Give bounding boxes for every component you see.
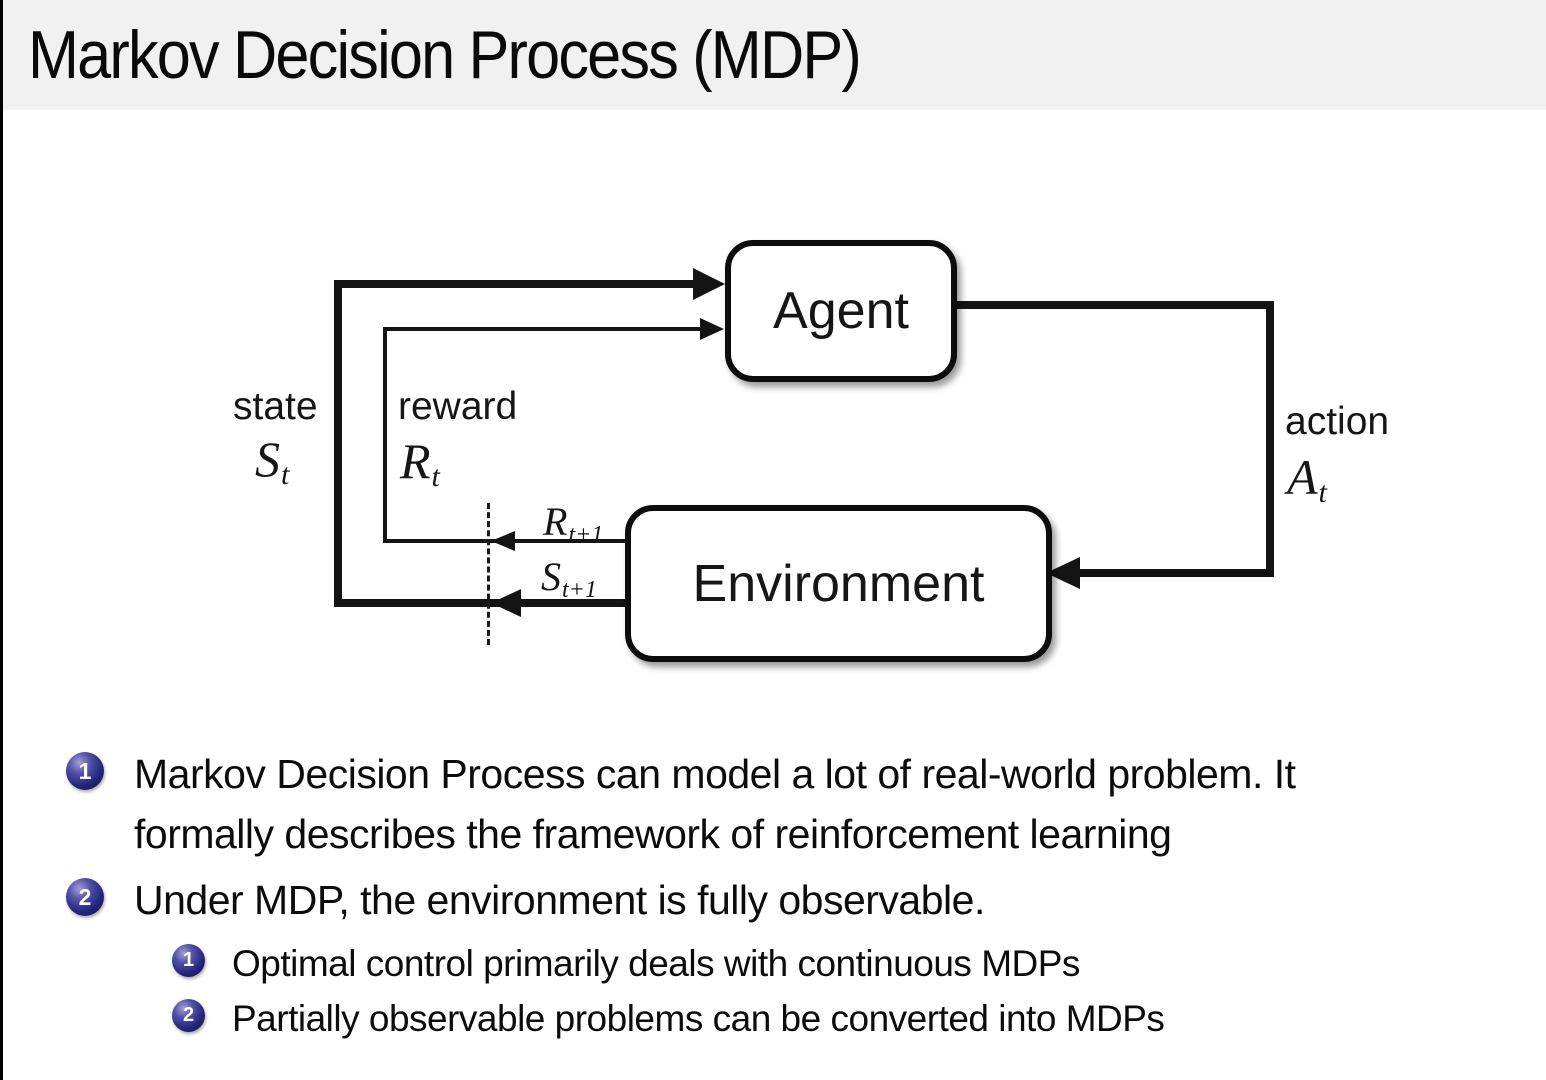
state-arrowhead-into-agent: [693, 268, 725, 300]
subbullet-2-number-ball: 2: [172, 999, 205, 1032]
action-line-bottom: [1075, 569, 1274, 577]
agent-box: Agent: [725, 240, 957, 382]
bullet-2-text: Under MDP, the environment is fully obse…: [134, 877, 985, 923]
page-title: Markov Decision Process (MDP): [28, 17, 862, 93]
left-edge-line: [0, 0, 3, 1080]
state-word-label: state: [233, 385, 318, 428]
environment-box: Environment: [625, 505, 1052, 662]
agent-label: Agent: [773, 282, 909, 340]
bullet-1-number-ball: 1: [66, 752, 104, 790]
subbullet-1-text: Optimal control primarily deals with con…: [232, 943, 1080, 984]
action-word-label: action: [1285, 400, 1390, 443]
action-line-vertical: [1266, 301, 1274, 573]
subbullet-2-text: Partially observable problems can be con…: [232, 998, 1165, 1039]
state-next-arrowhead: [491, 589, 521, 617]
environment-label: Environment: [692, 554, 985, 613]
reward-word-label: reward: [398, 385, 518, 428]
reward-next-arrowhead: [491, 531, 515, 551]
state-math-label: St: [255, 431, 290, 492]
action-line-top: [945, 301, 1274, 309]
timestep-dashed-line: [487, 503, 490, 645]
bullet-2-number-ball: 2: [66, 878, 104, 916]
reward-line-top: [383, 327, 703, 331]
bullet-1-text: Markov Decision Process can model a lot …: [134, 751, 1296, 857]
reward-line-vertical: [383, 327, 387, 543]
action-math-label: At: [1287, 449, 1327, 510]
reward-next-math-label: Rt+1: [543, 499, 604, 548]
subbullet-1-number-ball: 1: [172, 944, 205, 977]
reward-math-label: Rt: [400, 433, 440, 494]
state-line-top: [334, 280, 694, 288]
state-next-line: [334, 599, 629, 607]
reward-arrowhead-into-agent: [700, 318, 724, 340]
state-next-math-label: St+1: [541, 554, 597, 603]
slide-header: Markov Decision Process (MDP): [0, 0, 1546, 110]
state-line-vertical: [334, 280, 342, 607]
